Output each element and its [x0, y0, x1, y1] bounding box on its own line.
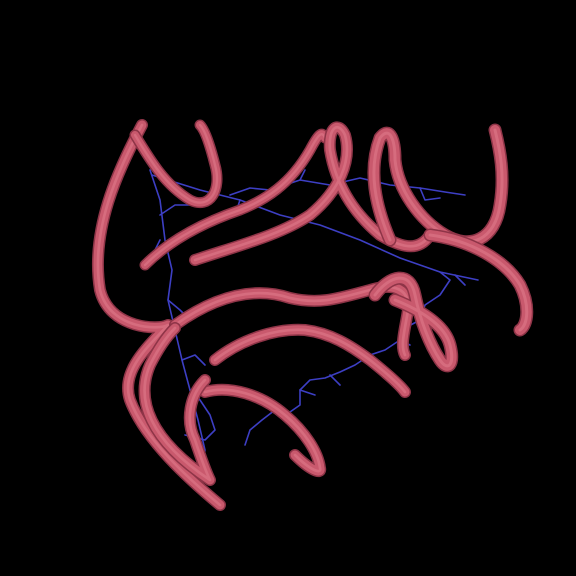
ribbon-strand-left-highlight: [96, 123, 222, 507]
ribbon-strand-diagonal: [139, 128, 331, 271]
ribbon-strand-middle-right: [368, 271, 459, 373]
base-stick-9: [274, 354, 371, 413]
base-stick-10: [244, 409, 276, 446]
ribbon-strand-bottom-left-highlight: [143, 326, 212, 482]
ribbon-strand-top-right: [367, 123, 509, 249]
ribbon-strand-left: [91, 119, 226, 511]
ribbon-strand-diagonal-highlight: [143, 133, 327, 267]
base-stick-5: [299, 169, 306, 181]
ribbon-strand-top-right-highlight: [372, 128, 504, 244]
ribbon-strand-top-middle-highlight: [193, 126, 432, 262]
base-stick-13: [181, 354, 206, 366]
ribbon-strand-lower-highlight: [213, 328, 407, 394]
ribbon-strand-middle-right-highlight: [373, 276, 454, 368]
ribbon-strand-middle: [169, 280, 415, 361]
ribbon-strand-middle-highlight: [173, 285, 410, 357]
ribbon-strand-lower: [209, 323, 411, 398]
ribbon-strand-top-left-highlight: [133, 123, 219, 204]
ribbon-strand-top-left: [129, 119, 223, 208]
ribbon-strand-right-loop-highlight: [428, 233, 529, 332]
base-stick-15: [329, 374, 341, 386]
ribbon-strand-bottom-left: [138, 322, 216, 486]
ribbon-strand-bottom-highlight: [203, 388, 322, 473]
base-stick-6: [419, 187, 441, 201]
ribbon-strand-bottom: [199, 383, 327, 478]
base-stick-14: [299, 389, 316, 396]
backbone-ribbons: [91, 119, 534, 511]
ribbon-strand-top-middle: [189, 121, 436, 266]
base-stick-8: [454, 274, 466, 286]
ribbon-strand-right-loop: [423, 228, 534, 337]
